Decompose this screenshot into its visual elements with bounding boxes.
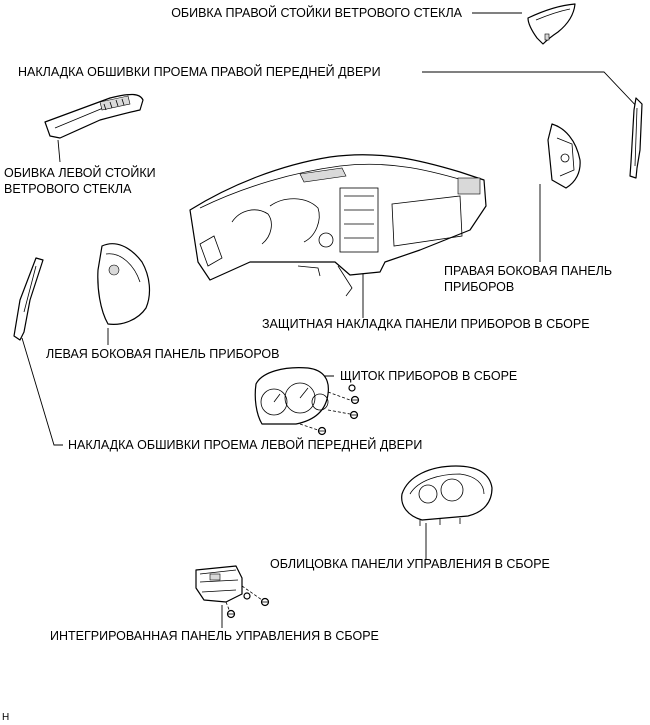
leader-lines xyxy=(21,12,641,628)
integration-control-panel-part xyxy=(195,565,270,619)
instrument-panel-safety-pad-part xyxy=(189,154,487,297)
left-door-scuff-part xyxy=(13,257,44,341)
label-integration-panel: ИНТЕГРИРОВАННАЯ ПАНЕЛЬ УПРАВЛЕНИЯ В СБОР… xyxy=(50,629,379,643)
figure-code: H xyxy=(2,712,9,723)
leader-left-door-scuff xyxy=(21,337,63,446)
label-right-door-scuff: НАКЛАДКА ОБШИВКИ ПРОЕМА ПРАВОЙ ПЕРЕДНЕЙ … xyxy=(18,64,381,79)
right-pillar-garnish-part xyxy=(527,3,576,45)
part-labels: ОБИВКА ПРАВОЙ СТОЙКИ ВЕТРОВОГО СТЕКЛА НА… xyxy=(2,5,612,723)
label-left-pillar-garnish-line1: ОБИВКА ЛЕВОЙ СТОЙКИ xyxy=(4,165,156,180)
label-right-side-panel-line1: ПРАВАЯ БОКОВАЯ ПАНЕЛЬ xyxy=(444,264,612,278)
leader-right-door-scuff xyxy=(422,71,641,111)
label-right-side-panel-line2: ПРИБОРОВ xyxy=(444,280,514,294)
left-side-panel-part xyxy=(97,243,151,325)
label-cluster-finish-panel: ОБЛИЦОВКА ПАНЕЛИ УПРАВЛЕНИЯ В СБОРЕ xyxy=(270,557,550,571)
label-right-pillar-garnish: ОБИВКА ПРАВОЙ СТОЙКИ ВЕТРОВОГО СТЕКЛА xyxy=(171,5,462,20)
label-left-door-scuff: НАКЛАДКА ОБШИВКИ ПРОЕМА ЛЕВОЙ ПЕРЕДНЕЙ Д… xyxy=(68,437,422,452)
right-side-panel-part xyxy=(547,123,581,189)
cluster-finish-panel-part xyxy=(401,465,493,526)
label-safety-pad: ЗАЩИТНАЯ НАКЛАДКА ПАНЕЛИ ПРИБОРОВ В СБОР… xyxy=(262,317,590,331)
meter-screws xyxy=(317,384,360,436)
leader-left-pillar-garnish xyxy=(57,139,61,163)
label-left-pillar-garnish-line2: ВЕТРОВОГО СТЕКЛА xyxy=(4,182,132,196)
combination-meter-part xyxy=(254,367,360,436)
right-door-scuff-part xyxy=(629,97,643,179)
left-pillar-garnish-part xyxy=(44,93,144,139)
label-left-side-panel: ЛЕВАЯ БОКОВАЯ ПАНЕЛЬ ПРИБОРОВ xyxy=(46,347,280,361)
label-combination-meter: ЩИТОК ПРИБОРОВ В СБОРЕ xyxy=(340,369,517,383)
